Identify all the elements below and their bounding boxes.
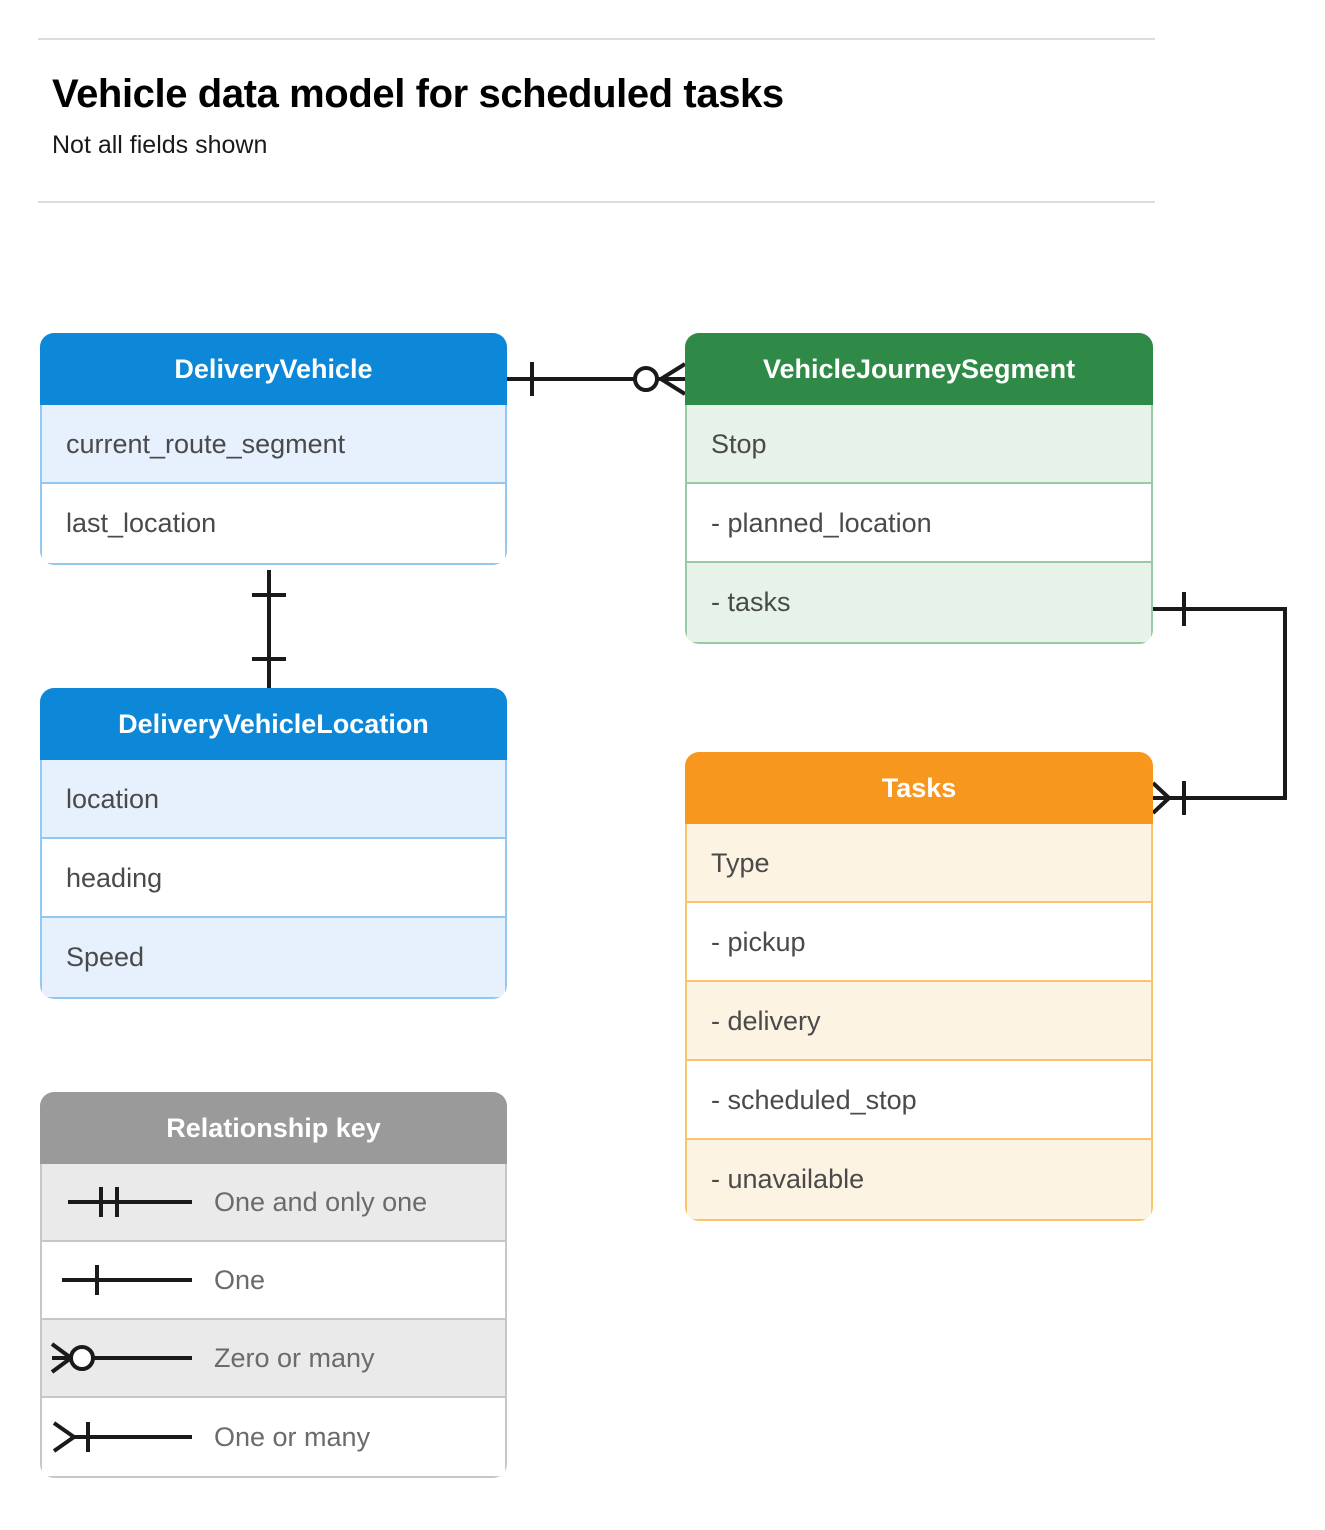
- legend-item-one-and-only-one: One and only one: [42, 1164, 505, 1242]
- header-divider-bottom: [38, 201, 1155, 203]
- entity-tasks[interactable]: Tasks Type - pickup - delivery - schedul…: [685, 752, 1153, 1221]
- entity-field-row: - unavailable: [687, 1140, 1151, 1219]
- legend-item-label: One or many: [214, 1421, 371, 1452]
- legend-item-label: Zero or many: [214, 1342, 375, 1373]
- entity-delivery-vehicle-location-fields: location heading Speed: [40, 760, 507, 999]
- one-and-only-one-icon: [68, 1187, 192, 1217]
- entity-field-row: Stop: [687, 405, 1151, 484]
- entity-delivery-vehicle-fields: current_route_segment last_location: [40, 405, 507, 565]
- legend-item-zero-or-many: Zero or many: [42, 1320, 505, 1398]
- relationship-key-title: Relationship key: [40, 1092, 507, 1164]
- entity-vehicle-journey-segment[interactable]: VehicleJourneySegment Stop - planned_loc…: [685, 333, 1153, 644]
- entity-field-row: location: [42, 760, 505, 839]
- entity-field-row: Speed: [42, 918, 505, 997]
- entity-field-row: - scheduled_stop: [687, 1061, 1151, 1140]
- connector-deliveryvehicle-vehiclejourneysegment: [507, 362, 687, 396]
- entity-vehicle-journey-segment-title: VehicleJourneySegment: [685, 333, 1153, 405]
- connector-deliveryvehicle-deliveryvehiclelocation: [252, 570, 286, 688]
- entity-field-row: - delivery: [687, 982, 1151, 1061]
- legend-item-label: One: [214, 1264, 266, 1295]
- entity-field-row: - planned_location: [687, 484, 1151, 563]
- zero-or-many-icon: [50, 1342, 192, 1374]
- entity-tasks-title: Tasks: [685, 752, 1153, 824]
- header-divider-top: [38, 38, 1155, 40]
- page-title: Vehicle data model for scheduled tasks: [52, 72, 784, 116]
- entity-delivery-vehicle[interactable]: DeliveryVehicle current_route_segment la…: [40, 333, 507, 565]
- page-subtitle: Not all fields shown: [52, 131, 268, 159]
- relationship-key-legend: Relationship key One and only one One: [40, 1092, 507, 1478]
- entity-delivery-vehicle-title: DeliveryVehicle: [40, 333, 507, 405]
- entity-vehicle-journey-segment-fields: Stop - planned_location - tasks: [685, 405, 1153, 644]
- entity-field-row: Type: [687, 824, 1151, 903]
- page-header: Vehicle data model for scheduled tasks N…: [0, 0, 1325, 205]
- entity-field-row: - pickup: [687, 903, 1151, 982]
- relationship-key-rows: One and only one One Zero: [40, 1164, 507, 1478]
- entity-field-row: current_route_segment: [42, 405, 505, 484]
- entity-tasks-fields: Type - pickup - delivery - scheduled_sto…: [685, 824, 1153, 1221]
- legend-item-one-or-many: One or many: [42, 1398, 505, 1476]
- entity-field-row: - tasks: [687, 563, 1151, 642]
- entity-delivery-vehicle-location[interactable]: DeliveryVehicleLocation location heading…: [40, 688, 507, 999]
- entity-delivery-vehicle-location-title: DeliveryVehicleLocation: [40, 688, 507, 760]
- entity-field-row: last_location: [42, 484, 505, 563]
- entity-field-row: heading: [42, 839, 505, 918]
- legend-item-label: One and only one: [214, 1186, 428, 1217]
- legend-item-one: One: [42, 1242, 505, 1320]
- one-or-many-icon: [52, 1421, 192, 1453]
- connector-vehiclejourneysegment-tasks: [1151, 592, 1287, 815]
- one-icon: [62, 1265, 192, 1295]
